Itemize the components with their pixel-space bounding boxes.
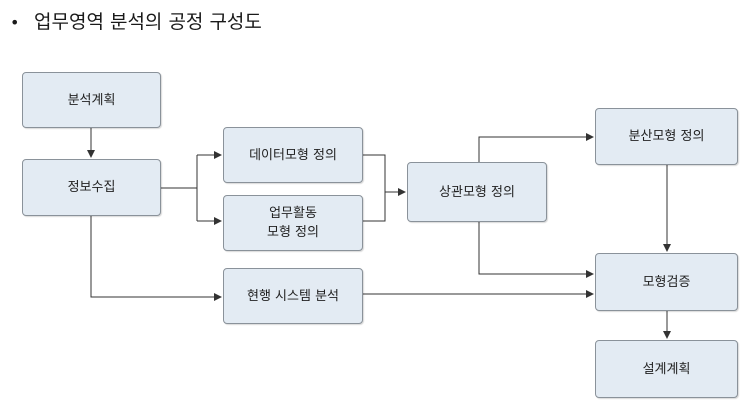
node-activity-model-definition: 업무활동 모형 정의: [223, 195, 363, 251]
edge-data-to-correlation: [363, 154, 386, 222]
node-distribution-model-definition: 분산모형 정의: [595, 108, 738, 165]
node-current-system-analysis: 현행 시스템 분석: [223, 268, 363, 324]
node-model-verification: 모형검증: [595, 253, 738, 311]
edge-correlation-to-distribution: [478, 133, 594, 162]
edge-to-data-model: [196, 155, 221, 221]
title-bullet: •: [10, 13, 20, 32]
node-analysis-plan: 분석계획: [22, 72, 161, 128]
title-text: 업무영역 분석의 공정 구성도: [34, 11, 262, 33]
edge-correlation-to-verify: [478, 222, 594, 278]
node-info-collection: 정보수집: [22, 159, 161, 216]
node-data-model-definition: 데이터모형 정의: [223, 127, 363, 183]
edge-collect-to-current: [90, 216, 222, 301]
diagram-title: • 업무영역 분석의 공정 구성도: [10, 8, 262, 36]
node-correlation-model-definition: 상관모형 정의: [407, 162, 547, 222]
node-design-plan: 설계계획: [595, 340, 738, 398]
